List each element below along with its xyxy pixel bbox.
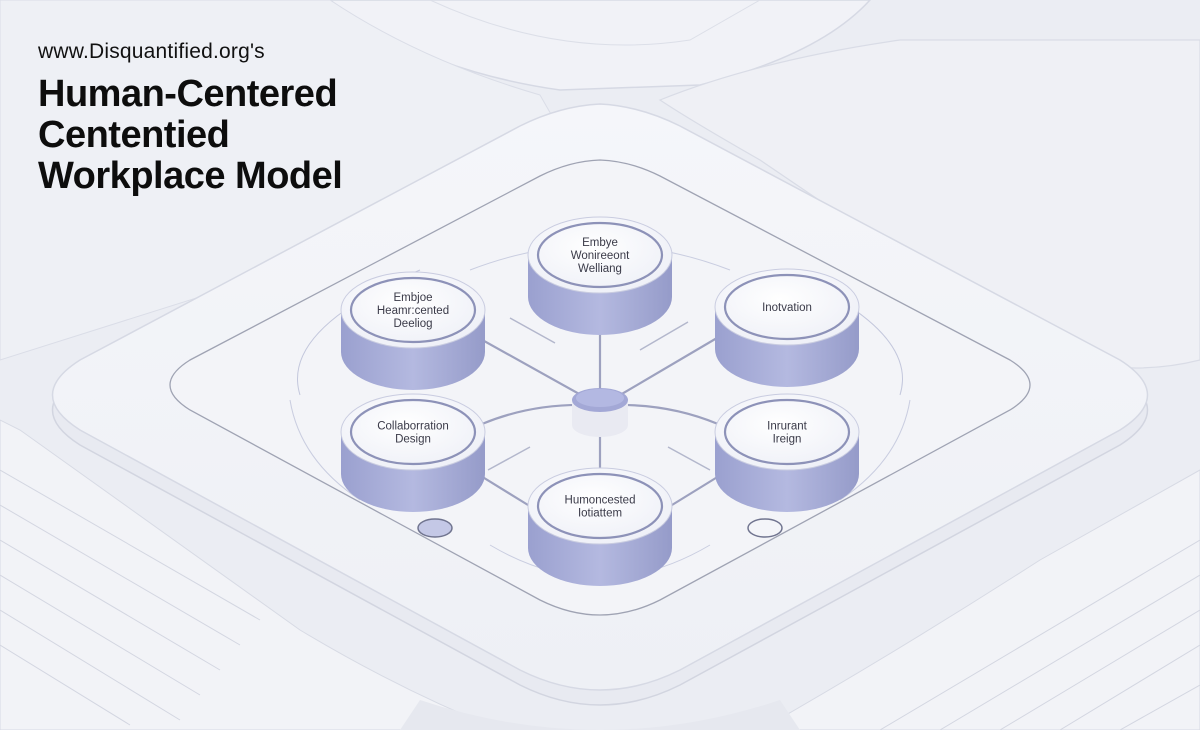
node-label-line: Humoncested bbox=[565, 495, 636, 507]
decorative-dashes bbox=[487, 317, 711, 471]
node-ring bbox=[536, 221, 664, 289]
marker-dot-right bbox=[747, 518, 783, 538]
node-ring bbox=[536, 472, 664, 540]
connector-upper-right bbox=[613, 333, 724, 400]
node-top bbox=[340, 271, 486, 349]
node-label-line: Ireign bbox=[773, 434, 802, 446]
node-ring bbox=[723, 398, 851, 466]
marker-dots bbox=[417, 518, 783, 538]
node-top bbox=[340, 393, 486, 471]
hub-node bbox=[572, 388, 628, 437]
title-line-1: Human-Centered bbox=[38, 73, 338, 115]
node-label-line: Embye bbox=[582, 237, 618, 249]
marker-dot-left bbox=[417, 518, 453, 538]
node-ring bbox=[349, 276, 477, 344]
node-upper-right: Inotvation bbox=[714, 268, 860, 387]
node-label: Inotvation bbox=[762, 302, 812, 314]
node-ring bbox=[349, 398, 477, 466]
title-block: www.Disquantified.org's Human-Centered C… bbox=[38, 40, 458, 197]
node-ring bbox=[723, 273, 851, 341]
node-top bbox=[527, 467, 673, 545]
node-label-line: Inrurant bbox=[767, 421, 807, 433]
node-label-line: Welliang bbox=[578, 263, 622, 275]
title-line-2: Cententied bbox=[38, 114, 230, 156]
node-top bbox=[714, 268, 860, 346]
node-label-line: Wonireeont bbox=[571, 250, 630, 262]
node-label-line: Inotvation bbox=[762, 302, 812, 314]
site-name: www.Disquantified.org's bbox=[38, 40, 265, 63]
node-label-line: Design bbox=[395, 434, 431, 446]
node-label-line: Heamr:cented bbox=[377, 305, 449, 317]
node-label-line: Iotiattem bbox=[578, 508, 622, 520]
connector-upper-left bbox=[466, 330, 592, 402]
node-label-line: Collaborration bbox=[377, 421, 449, 433]
node-top bbox=[527, 216, 673, 294]
node-label-line: Deeliog bbox=[394, 318, 433, 330]
title-line-3: Workplace Model bbox=[38, 155, 343, 197]
node-top bbox=[714, 393, 860, 471]
node-label-line: Embjoe bbox=[394, 292, 433, 304]
